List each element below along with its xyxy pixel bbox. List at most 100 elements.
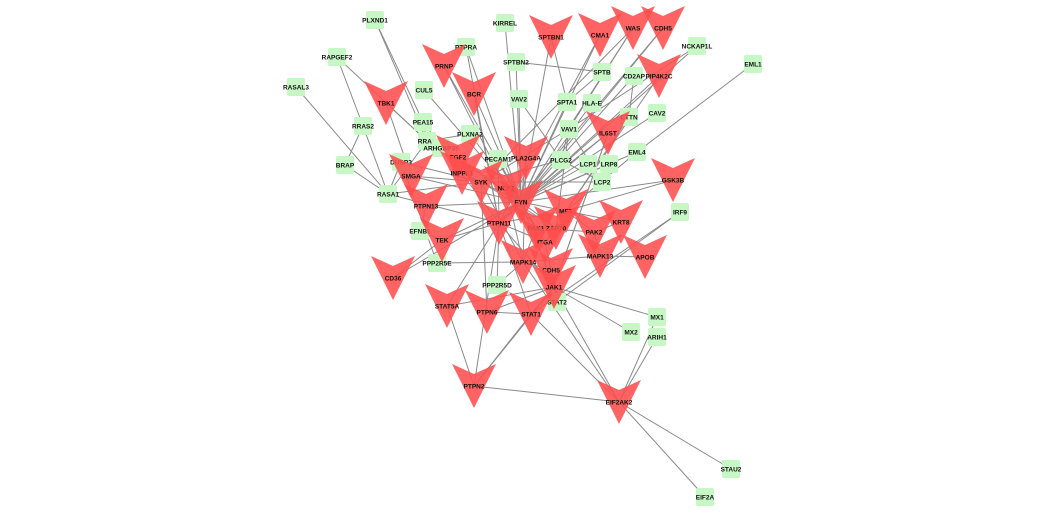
node-ppp2r5d[interactable]: PPP2R5D: [482, 276, 512, 294]
node-il6st[interactable]: IL6ST: [586, 111, 630, 155]
node-lcp1[interactable]: LCP1: [579, 155, 597, 173]
node-label: RRAS2: [352, 124, 374, 131]
node-lrp8[interactable]: LRP8: [600, 155, 618, 173]
node-apob[interactable]: APOB: [623, 235, 667, 279]
square-node-shape: [744, 55, 762, 73]
arrow-node-shape: [611, 6, 655, 50]
edge-cma1-fyn: [520, 34, 601, 203]
node-sptbn1[interactable]: SPTBN1: [529, 15, 573, 59]
node-label: STAT5A: [435, 304, 460, 311]
node-vav1[interactable]: VAV1: [560, 120, 578, 138]
node-mapk13[interactable]: MAPK13: [578, 234, 622, 278]
node-eif2a[interactable]: EIF2A: [696, 488, 715, 506]
node-pecam1[interactable]: PECAM1: [484, 150, 512, 168]
node-tbk1[interactable]: TBK1: [364, 81, 408, 125]
arrow-node-shape: [586, 111, 630, 155]
square-node-shape: [583, 94, 601, 112]
node-fgf2[interactable]: FGF2: [436, 135, 480, 179]
square-node-shape: [488, 276, 506, 294]
node-was[interactable]: WAS: [611, 6, 655, 50]
node-pip4k2c[interactable]: PIP4K2C: [637, 54, 681, 98]
node-arih1[interactable]: ARIH1: [647, 328, 667, 346]
node-ptpn13[interactable]: PTPN13: [404, 184, 448, 228]
node-mx2[interactable]: MX2: [622, 323, 640, 341]
node-label: SPTBN1: [538, 35, 564, 42]
node-pak2[interactable]: PAK2: [572, 210, 616, 254]
node-cdh5b[interactable]: CDH5: [529, 248, 573, 292]
arrow-node-shape: [404, 184, 448, 228]
node-cdh5[interactable]: CDH5: [641, 6, 685, 50]
node-label: EIF2A: [696, 495, 715, 502]
square-node-shape: [648, 308, 666, 326]
square-node-shape: [560, 120, 578, 138]
node-cav2[interactable]: CAV2: [648, 104, 666, 122]
square-node-shape: [414, 113, 432, 131]
node-vav2[interactable]: VAV2: [510, 90, 528, 108]
node-pla2g4a[interactable]: PLA2G4A: [504, 136, 548, 180]
node-label: PTPN13: [414, 204, 439, 211]
node-label: PLXND1: [362, 18, 388, 25]
node-jak1[interactable]: JAK1: [532, 265, 576, 309]
node-kirrel[interactable]: KIRREL: [493, 14, 517, 32]
node-stat5a[interactable]: STAT5A: [425, 284, 469, 328]
node-ppp2r5e[interactable]: PPP2R5E: [422, 254, 452, 272]
node-rras[interactable]: RRAS: [418, 132, 437, 150]
arrow-node-shape: [523, 220, 567, 264]
node-cul5[interactable]: CUL5: [415, 81, 433, 99]
node-eml1[interactable]: EML1: [744, 55, 762, 73]
square-node-shape: [593, 63, 611, 81]
node-label: PTPRA: [455, 45, 477, 52]
node-label: INPPL1: [451, 171, 474, 178]
node-nckap1l[interactable]: NCKAP1L: [682, 37, 713, 55]
node-ptpn2[interactable]: PTPN2: [452, 364, 496, 408]
node-cma1[interactable]: CMA1: [578, 13, 622, 57]
node-rasal3[interactable]: RASAL3: [283, 78, 309, 96]
node-cd36[interactable]: CD36: [371, 256, 415, 300]
node-label: SPTA1: [557, 100, 578, 107]
node-smga[interactable]: SMGA: [389, 154, 433, 198]
node-lcp2[interactable]: LCP2: [593, 173, 611, 191]
node-sptbn2[interactable]: SPTBN2: [503, 53, 529, 71]
node-stau2[interactable]: STAU2: [721, 460, 742, 478]
node-irf9[interactable]: IRF9: [671, 203, 689, 221]
node-fyn[interactable]: FYN: [499, 180, 543, 224]
node-krt8[interactable]: KRT8: [599, 200, 643, 244]
edge-was-fyn: [520, 27, 634, 203]
node-rras2[interactable]: RRAS2: [352, 117, 374, 135]
arrow-node-shape: [425, 284, 469, 328]
node-ptpn11[interactable]: PTPN11: [477, 201, 521, 245]
node-label: SPTBN2: [503, 60, 529, 67]
node-spta1[interactable]: SPTA1: [557, 93, 578, 111]
node-bcr[interactable]: BCR: [452, 72, 496, 116]
node-prnp[interactable]: PRNP: [422, 44, 466, 88]
square-node-shape: [593, 173, 611, 191]
node-brap[interactable]: BRAP: [336, 156, 355, 174]
node-itga[interactable]: ITGA: [523, 220, 567, 264]
node-pea15[interactable]: PEA15: [413, 113, 434, 131]
edge-bcr-ptpn11: [473, 93, 500, 224]
node-label: WAS: [626, 26, 641, 33]
node-eif2ak2[interactable]: EIF2AK2: [597, 380, 641, 424]
node-label: PLXNA2: [457, 132, 483, 139]
node-stat1[interactable]: STAT1: [509, 292, 553, 336]
node-gsk3b[interactable]: GSK3B: [651, 158, 695, 202]
node-hla-e[interactable]: HLA-E: [582, 94, 603, 112]
node-layer: PLXND1 KIRREL NCKAP1L EML1 RAPGEF2 PTPRA SPTBN…: [283, 6, 762, 506]
node-inppl1[interactable]: INPPL1: [440, 151, 484, 195]
node-label: STAT2: [547, 300, 567, 307]
arrow-node-shape: [465, 290, 509, 334]
node-rapgef2[interactable]: RAPGEF2: [322, 48, 353, 66]
node-label: CMA1: [591, 33, 610, 40]
node-mx1[interactable]: MX1: [648, 308, 666, 326]
node-ptpn6[interactable]: PTPN6: [465, 290, 509, 334]
node-plxnd1[interactable]: PLXND1: [362, 11, 388, 29]
node-rasa1[interactable]: RASA1: [377, 185, 399, 203]
node-sptb[interactable]: SPTB: [593, 63, 611, 81]
node-label: PRNP: [435, 64, 454, 71]
node-eml4[interactable]: EML4: [628, 143, 646, 161]
node-tek[interactable]: TEK: [420, 218, 464, 262]
node-plcg2[interactable]: PLCG2: [550, 151, 572, 169]
node-cd2ap[interactable]: CD2AP: [623, 67, 646, 85]
node-label: EIF2AK2: [606, 400, 633, 407]
node-label: JAK1: [546, 285, 563, 292]
